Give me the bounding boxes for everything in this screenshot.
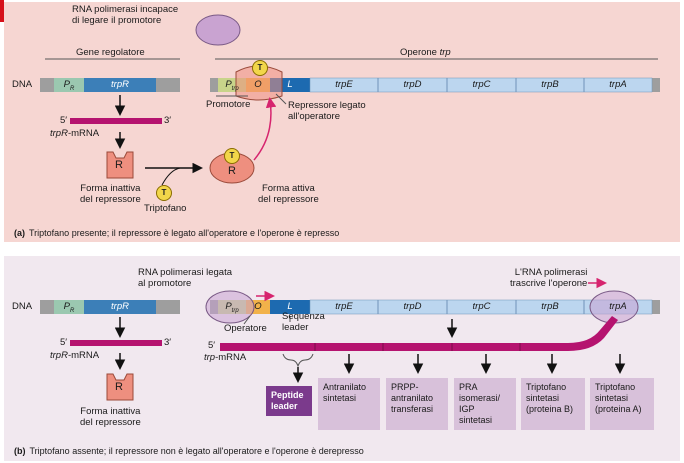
- protein-triptofano-sintetasi-a: Triptofano sintetasi (proteina A): [590, 378, 654, 430]
- trpR-mrna-b: [70, 340, 162, 346]
- corner-mark: [0, 0, 4, 22]
- operator-label-a: O: [254, 79, 262, 90]
- protein-prpp-transferasi: PRPP- antranilato transferasi: [386, 378, 448, 430]
- protein-peptide-leader: Peptide leader: [266, 386, 312, 416]
- leader-label-b: L: [287, 301, 293, 312]
- repressor-r-active: R: [228, 165, 236, 177]
- forma-attiva-label: Forma attiva del repressore: [258, 183, 319, 205]
- operatore-label: Operatore: [224, 323, 267, 334]
- tryptophan-active-icon: T: [224, 148, 240, 164]
- rna-polymerase-transcribing-label: L'RNA polimerasi trascrive l'operone: [510, 267, 588, 289]
- promotore-label: Promotore: [206, 99, 251, 110]
- operator-label-b: O: [254, 301, 262, 312]
- rna-polymerase-bound: [205, 290, 255, 324]
- gene-trpE-b: trpE: [335, 301, 353, 312]
- caption-a: (a)Triptofano presente; il repressore è …: [14, 228, 340, 238]
- repressor-inactive-a: [106, 151, 134, 179]
- ptrp-label-a: Ptrp: [225, 79, 239, 92]
- trpR-gene-b: trpR: [111, 301, 129, 312]
- dna-label-b: DNA: [12, 301, 33, 312]
- tryptophan-bound-icon: T: [252, 60, 268, 76]
- mrna-5prime-b: 5′: [60, 337, 68, 348]
- gene-regolatore-label: Gene regolatore: [76, 47, 145, 58]
- forma-inattiva-label-b: Forma inattiva del repressore: [80, 406, 141, 428]
- gene-trpA-a: trpA: [609, 79, 627, 90]
- gene-trpC-b: trpC: [472, 301, 491, 312]
- gene-trpB-a: trpB: [541, 79, 559, 90]
- gene-trpB-b: trpB: [541, 301, 559, 312]
- tryptophan-free-icon: T: [156, 185, 172, 201]
- sequenza-leader-label: Sequenza leader: [282, 311, 325, 333]
- trpR-gene-a: trpR: [111, 79, 129, 90]
- repressor-bound: [235, 65, 283, 101]
- mrna-3prime-b: 3′: [164, 337, 172, 348]
- ptrp-label-b: Ptrp: [225, 301, 239, 314]
- trp-mrna-5prime: 5′: [208, 340, 216, 351]
- repressor-r-a: R: [115, 159, 123, 171]
- gene-trpA-b: trpA: [609, 301, 627, 312]
- gene-trpE-a: trpE: [335, 79, 353, 90]
- triptofano-label: Triptofano: [144, 203, 187, 214]
- gene-trpC-a: trpC: [472, 79, 491, 90]
- forma-inattiva-label-a: Forma inattiva del repressore: [80, 183, 141, 205]
- dna-label-a: DNA: [12, 79, 33, 90]
- pr-label-a: PR: [63, 79, 75, 92]
- caption-b: (b)Triptofano assente; il repressore non…: [14, 446, 364, 456]
- repressor-r-b: R: [115, 381, 123, 393]
- rna-polymerase-a: [195, 14, 241, 46]
- protein-triptofano-sintetasi-b: Triptofano sintetasi (proteina B): [521, 378, 585, 430]
- trpR-mrna-label-a: trpR-mRNA: [50, 128, 100, 139]
- trpR-mrna-label-b: trpR-mRNA: [50, 350, 100, 361]
- repressor-inactive-b: [106, 373, 134, 401]
- gene-trpD-b: trpD: [403, 301, 422, 312]
- rna-polymerase-label-a: RNA polimerasi incapace di legare il pro…: [72, 4, 179, 26]
- pr-label-b: PR: [63, 301, 75, 314]
- repressore-legato-label: Repressore legato all'operatore: [288, 100, 366, 122]
- gene-trpD-a: trpD: [403, 79, 422, 90]
- protein-antranilato-sintetasi: Antranilato sintetasi: [318, 378, 380, 430]
- protein-pra-isomerasi: PRA isomerasi/ IGP sintetasi: [454, 378, 516, 430]
- rna-polymerase-label-b: RNA polimerasi legata al promotore: [138, 267, 232, 289]
- trp-mrna: [220, 316, 618, 351]
- mrna-5prime-a: 5′: [60, 115, 68, 126]
- trpR-mrna-a: [70, 118, 162, 124]
- operon-label: Operone trp: [400, 47, 451, 58]
- leader-label-a: L: [287, 79, 293, 90]
- mrna-3prime-a: 3′: [164, 115, 172, 126]
- trp-mrna-label: trp-mRNA: [204, 352, 247, 363]
